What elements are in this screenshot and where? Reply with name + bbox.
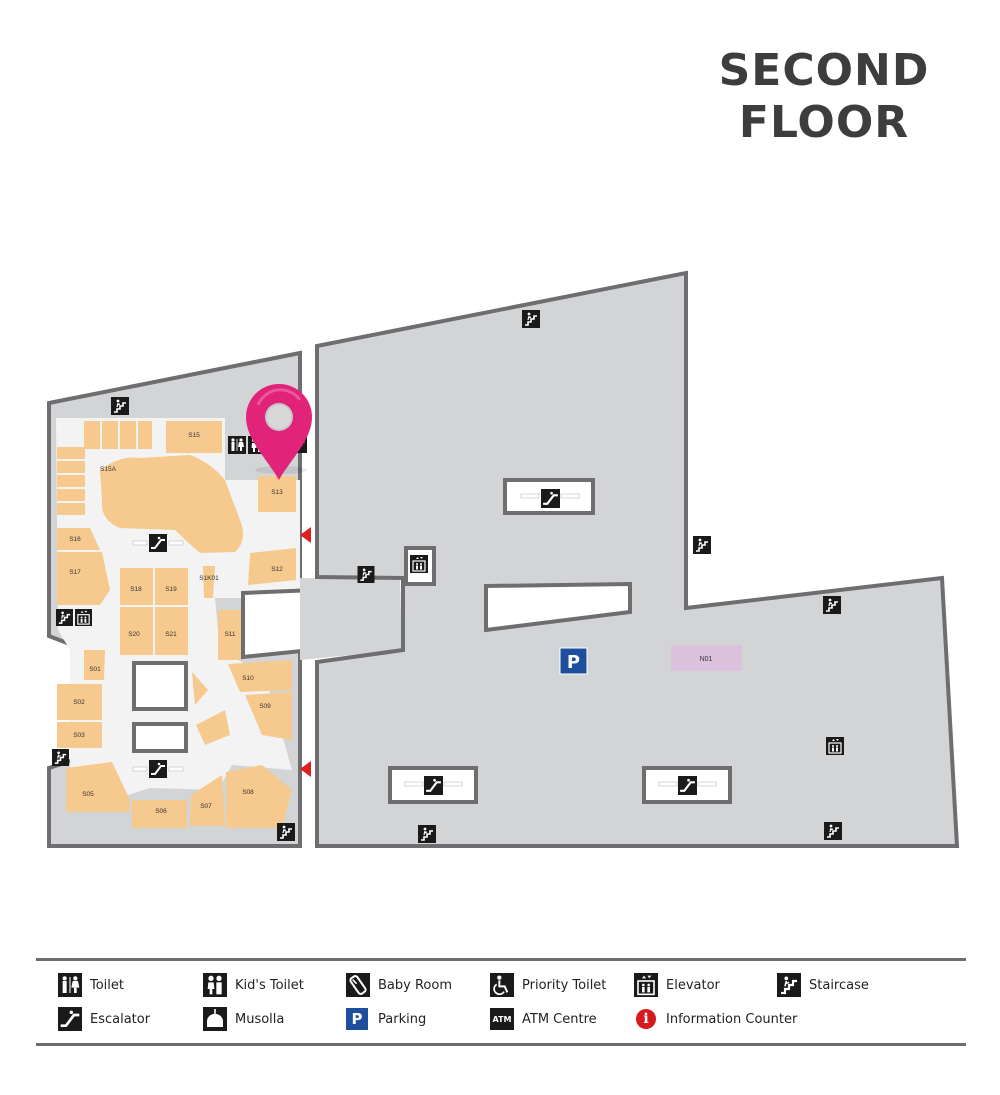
entrance-arrow-lower [300, 761, 311, 777]
entrance-arrow-upper [300, 527, 311, 543]
staircase-icon [693, 536, 711, 554]
atm-glyph: ATM [492, 1014, 512, 1024]
legend-parking: P Parking [346, 1006, 426, 1032]
unit-s18: S18 [130, 586, 142, 593]
map-legend: Toilet Kid's Toilet Baby Room Priority T… [36, 958, 966, 1046]
escalator-west-upper [132, 534, 184, 552]
musolla-icon [203, 1007, 227, 1031]
legend-information: i Information Counter [636, 1006, 797, 1032]
unit-s21: S21 [165, 631, 177, 638]
staircase-icon [522, 310, 540, 328]
elevator-icon [634, 973, 658, 997]
toilet-icon [228, 436, 246, 454]
legend-label: Elevator [666, 977, 720, 993]
legend-kids-toilet: Kid's Toilet [203, 972, 304, 998]
legend-priority-toilet: Priority Toilet [490, 972, 606, 998]
toilet-icon [58, 973, 82, 997]
unit-s07: S07 [200, 803, 212, 810]
parking-letter: P [567, 652, 580, 673]
unit-s06: S06 [155, 808, 167, 815]
escalator-west-lower [132, 760, 184, 778]
escalator-east-southeast [658, 776, 717, 795]
unit-s01: S01 [89, 666, 101, 673]
legend-label: ATM Centre [522, 1011, 597, 1027]
escalator-icon [424, 776, 443, 795]
unit-s15a: S15A [100, 466, 117, 473]
staircase-icon [111, 397, 129, 415]
baby-room-icon [346, 973, 370, 997]
unit-s16: S16 [69, 536, 81, 543]
legend-escalator: Escalator [58, 1006, 150, 1032]
floor-title: SECOND FLOOR [694, 45, 954, 149]
priority-toilet-icon [490, 973, 514, 997]
legend-label: Priority Toilet [522, 977, 607, 993]
floor-map: N01 P S15 S15A S13 S16 S17 S18 S19 S1K01… [47, 270, 960, 848]
legend-label: Parking [378, 1011, 427, 1027]
escalator-east-north [520, 489, 580, 508]
unit-s05: S05 [82, 791, 94, 798]
staircase-icon [56, 609, 73, 626]
west-shops [57, 421, 296, 828]
island-west-upper [132, 661, 188, 711]
unit-s20: S20 [128, 631, 140, 638]
link-corridor [300, 578, 402, 660]
escalator-east-southwest [404, 776, 463, 795]
unit-n01: N01 [700, 656, 713, 663]
unit-s03: S03 [73, 732, 85, 739]
parking-icon: P [346, 1008, 368, 1030]
staircase-icon [777, 973, 801, 997]
floor-title-line1: SECOND [718, 45, 930, 96]
legend-label: Musolla [235, 1011, 285, 1027]
unit-s1k01: S1K01 [199, 575, 219, 582]
legend-label: Staircase [809, 977, 869, 993]
info-glyph: i [643, 1011, 649, 1027]
parking-icon [559, 647, 588, 675]
staircase-icon [52, 749, 69, 766]
parking-glyph: P [351, 1010, 363, 1028]
staircase-icon [418, 825, 436, 843]
escalator-icon [149, 534, 167, 552]
legend-musolla: Musolla [203, 1006, 284, 1032]
legend-label: Kid's Toilet [235, 977, 304, 993]
unit-s10: S10 [242, 675, 254, 682]
elevator-icon [826, 737, 844, 755]
unit-s02: S02 [73, 699, 85, 706]
unit-s15: S15 [188, 432, 200, 439]
staircase-icon [824, 822, 842, 840]
information-icon: i [636, 1009, 656, 1029]
unit-s17: S17 [69, 569, 81, 576]
atrium-void [484, 581, 632, 633]
legend-label: Baby Room [378, 977, 452, 993]
floor-title-line2: FLOOR [738, 97, 910, 148]
kids-toilet-icon [203, 973, 227, 997]
unit-n01-area[interactable] [671, 645, 742, 671]
unit-s09: S09 [259, 703, 271, 710]
legend-label: Toilet [90, 977, 125, 993]
legend-elevator: Elevator [634, 972, 720, 998]
legend-label: Escalator [90, 1011, 151, 1027]
legend-atm: ATM ATM Centre [490, 1006, 597, 1032]
unit-s13: S13 [271, 489, 283, 496]
legend-toilet: Toilet [58, 972, 124, 998]
escalator-icon [58, 1007, 82, 1031]
staircase-icon [357, 566, 375, 583]
unit-s08: S08 [242, 789, 254, 796]
legend-staircase: Staircase [777, 972, 869, 998]
elevator-icon [410, 555, 428, 573]
escalator-icon [149, 760, 167, 778]
legend-baby-room: Baby Room [346, 972, 452, 998]
unit-s19: S19 [165, 586, 177, 593]
island-west-lower [132, 722, 188, 753]
staircase-icon [823, 596, 841, 614]
unit-s12: S12 [271, 566, 283, 573]
legend-label: Information Counter [666, 1011, 798, 1027]
escalator-icon [678, 776, 697, 795]
elevator-icon [75, 609, 92, 626]
you-are-here-marker [246, 384, 312, 480]
staircase-icon [277, 823, 295, 841]
escalator-icon [541, 489, 560, 508]
unit-s11: S11 [224, 631, 235, 638]
atm-icon: ATM [490, 1008, 514, 1030]
